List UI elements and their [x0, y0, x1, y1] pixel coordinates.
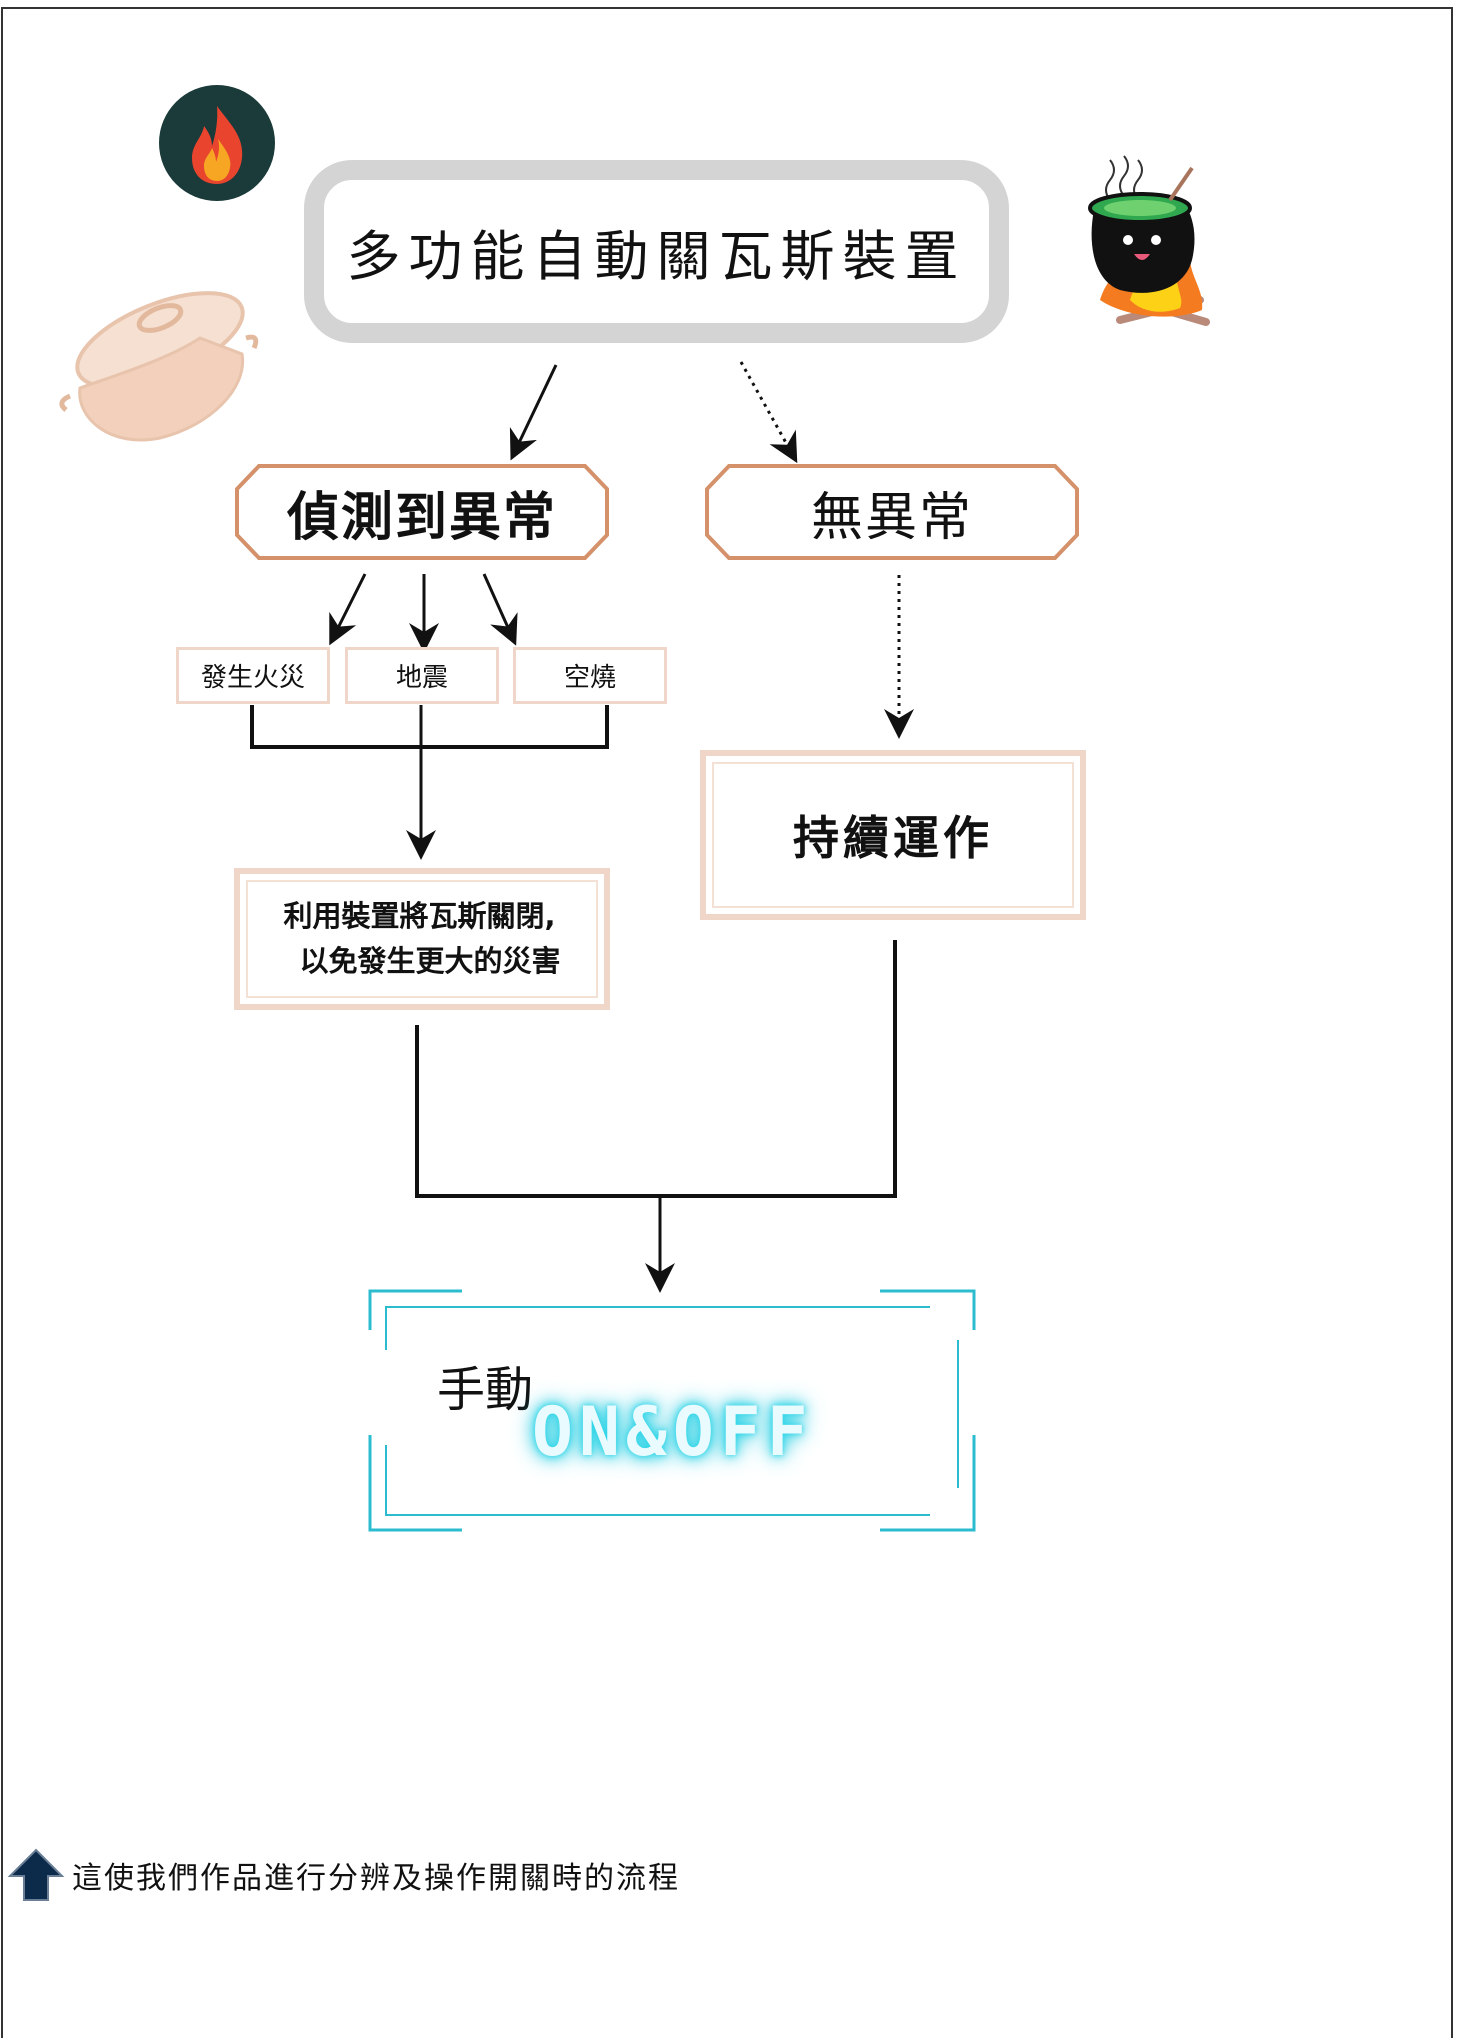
- up-arrow-icon: [6, 1846, 66, 1908]
- manual-label: 手動: [437, 1362, 534, 1418]
- arrow-title-to-normal: [739, 361, 798, 464]
- fire-icon: [158, 84, 276, 206]
- condition-fire-label: 發生火災: [200, 663, 305, 693]
- manual-frame: [368, 1289, 976, 1532]
- condition-earthquake: 地震: [345, 647, 499, 704]
- detected-label: 偵測到異常: [286, 487, 557, 548]
- arrow-to-fire: [329, 573, 367, 646]
- arrow-to-dryburn: [482, 573, 518, 646]
- normal-node: 無異常: [704, 463, 1080, 561]
- detected-node: 偵測到異常: [234, 463, 610, 561]
- on-off-switch-text: ON&OFF: [532, 1393, 814, 1472]
- condition-earthquake-label: 地震: [395, 663, 448, 693]
- continue-label: 持續運作: [793, 811, 993, 865]
- conditions-merge: [250, 705, 609, 749]
- shutoff-line-1: 利用裝置將瓦斯關閉,: [283, 899, 556, 933]
- pot-icon: [50, 278, 260, 462]
- shutoff-box: 利用裝置將瓦斯關閉, 以免發生更大的災害: [234, 868, 610, 1010]
- normal-label: 無異常: [810, 487, 973, 548]
- title-box: 多功能自動關瓦斯裝置: [304, 160, 1009, 343]
- cauldron-icon: [1080, 150, 1220, 344]
- continue-box: 持續運作: [700, 750, 1086, 920]
- condition-dryburn-label: 空燒: [563, 663, 616, 693]
- diagram-title: 多功能自動關瓦斯裝置: [346, 225, 967, 288]
- page-frame: [1, 7, 1453, 2038]
- condition-dryburn: 空燒: [513, 647, 667, 704]
- actions-merge: [415, 940, 897, 1198]
- caption: 這使我們作品進行分辨及操作開關時的流程: [72, 1861, 680, 1896]
- shutoff-line-2: 以免發生更大的災害: [299, 944, 561, 978]
- condition-fire: 發生火災: [176, 647, 330, 704]
- arrow-title-to-detected: [509, 364, 558, 461]
